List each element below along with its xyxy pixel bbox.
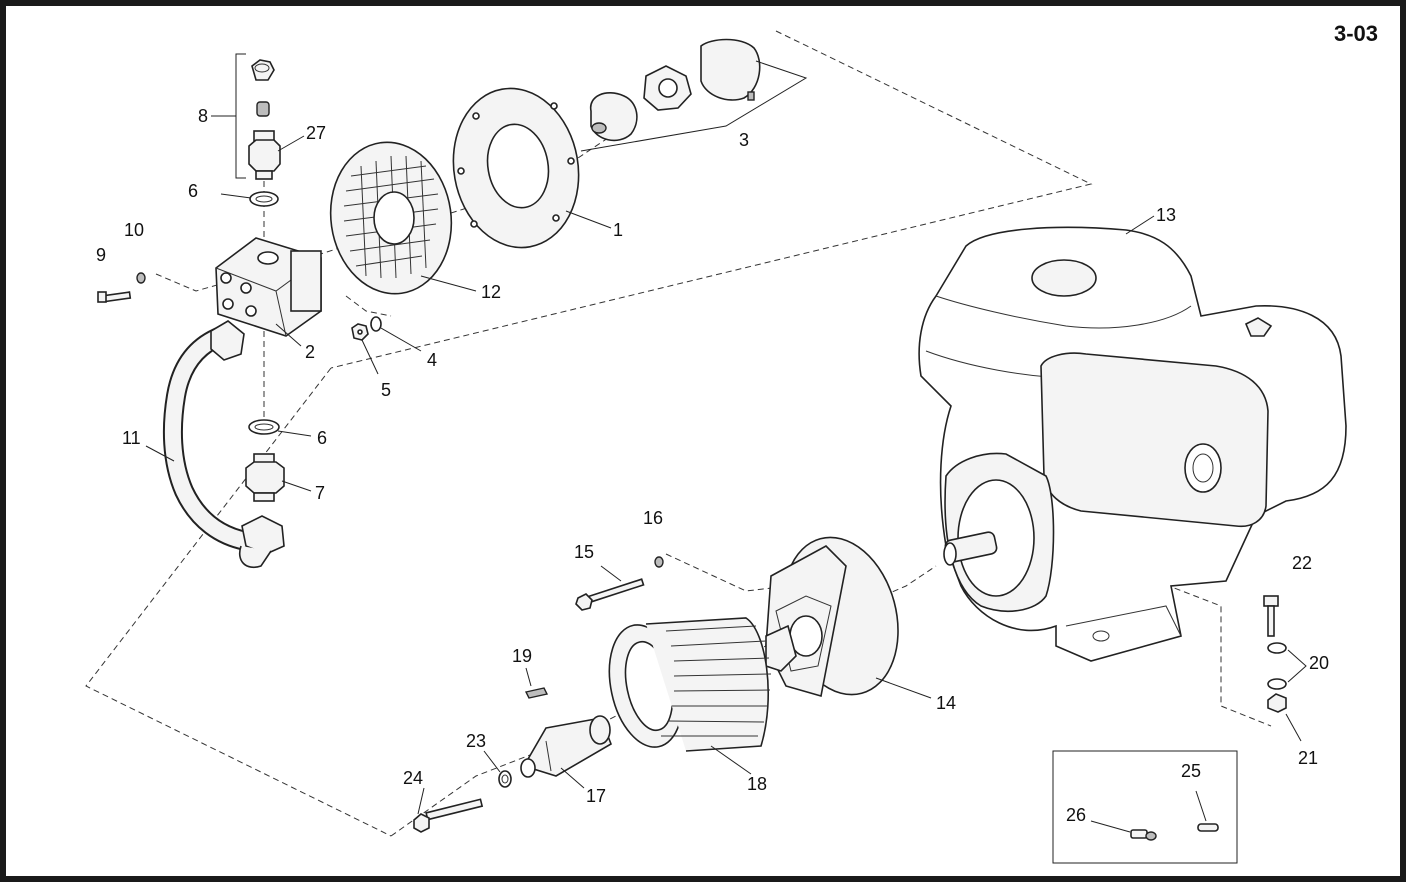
callout-15: 15	[574, 542, 594, 562]
kit-3-bracket	[580, 60, 808, 152]
fitting-27	[248, 130, 281, 180]
callout-12: 12	[481, 282, 501, 302]
leader-20	[1287, 649, 1307, 683]
washer-10	[136, 272, 146, 284]
fitting-sleeve	[256, 101, 270, 117]
fitting-nut-top	[251, 59, 275, 81]
leader-6a	[220, 193, 252, 199]
washer-20-upper	[1267, 642, 1287, 654]
callout-22: 22	[1292, 553, 1312, 573]
key-19	[524, 687, 549, 699]
kit-8-bracket	[235, 53, 246, 179]
exploded-parts-diagram: 3-03	[85, 21, 1378, 864]
bolt-22	[1263, 595, 1279, 637]
terminal-26	[1130, 829, 1157, 841]
leader-17	[560, 767, 585, 789]
callout-27: 27	[306, 123, 326, 143]
fan-housing	[765, 536, 899, 698]
leader-12	[420, 275, 477, 292]
nut-axis-line	[345, 295, 392, 317]
leader-2	[275, 323, 302, 347]
leader-23	[483, 750, 501, 773]
callout-26: 26	[1066, 805, 1086, 825]
callout-20: 20	[1309, 653, 1329, 673]
screen-plate	[329, 141, 453, 295]
leader-19	[525, 667, 532, 687]
washer-23	[498, 770, 512, 788]
washer-16	[654, 556, 664, 568]
callout-5: 5	[381, 380, 391, 400]
leader-5	[361, 339, 379, 375]
engine	[918, 226, 1347, 662]
callout-16: 16	[643, 508, 663, 528]
callout-2: 2	[305, 342, 315, 362]
fitting-7	[245, 453, 285, 502]
leader-13	[1125, 215, 1155, 235]
leader-25	[1195, 790, 1207, 822]
callout-14: 14	[936, 693, 956, 713]
callout-19: 19	[512, 646, 532, 666]
leader-27	[277, 135, 305, 152]
washer-20-lower	[1267, 678, 1287, 690]
callout-6a: 6	[188, 181, 198, 201]
callout-3: 3	[739, 130, 749, 150]
inset-box	[1052, 750, 1238, 864]
bolt-24	[413, 798, 484, 833]
leader-11	[145, 445, 175, 462]
o-ring-6-bottom	[248, 419, 280, 435]
callout-13: 13	[1156, 205, 1176, 225]
leader-15	[600, 565, 622, 582]
page-number: 3-03	[1334, 21, 1378, 46]
leader-24	[417, 787, 425, 815]
callout-6b: 6	[317, 428, 327, 448]
callout-18: 18	[747, 774, 767, 794]
assembly-boundary-upper	[330, 30, 1093, 369]
o-ring-6-top	[249, 191, 279, 207]
leader-14	[875, 677, 932, 699]
leader-21	[1285, 713, 1302, 742]
leader-26	[1090, 820, 1131, 833]
leader-18	[710, 745, 752, 775]
callout-4: 4	[427, 350, 437, 370]
callout-17: 17	[586, 786, 606, 806]
hub-17	[520, 715, 612, 778]
fan-wheel	[608, 617, 772, 752]
engine-mount-line	[1155, 580, 1272, 727]
callout-21: 21	[1298, 748, 1318, 768]
callout-7: 7	[315, 483, 325, 503]
callout-1: 1	[613, 220, 623, 240]
hydraulic-pump	[215, 237, 322, 337]
nut-5	[351, 323, 369, 341]
washer-4	[370, 316, 382, 332]
callout-10: 10	[124, 220, 144, 240]
bolt-15	[575, 578, 645, 611]
callout-9: 9	[96, 245, 106, 265]
screw-9	[97, 291, 132, 303]
connector-25	[1197, 823, 1219, 832]
adapter-plate	[452, 87, 580, 249]
hydraulic-hose	[162, 320, 285, 568]
leader-4	[380, 327, 422, 352]
leader-7	[281, 480, 312, 492]
coupling-assembly	[590, 38, 761, 142]
leader-1	[565, 210, 612, 229]
leader-6b	[277, 430, 312, 437]
callout-8: 8	[198, 106, 208, 126]
callout-23: 23	[466, 731, 486, 751]
nut-21	[1267, 693, 1287, 713]
callout-25: 25	[1181, 761, 1201, 781]
callout-24: 24	[403, 768, 423, 788]
callout-11: 11	[122, 428, 141, 448]
